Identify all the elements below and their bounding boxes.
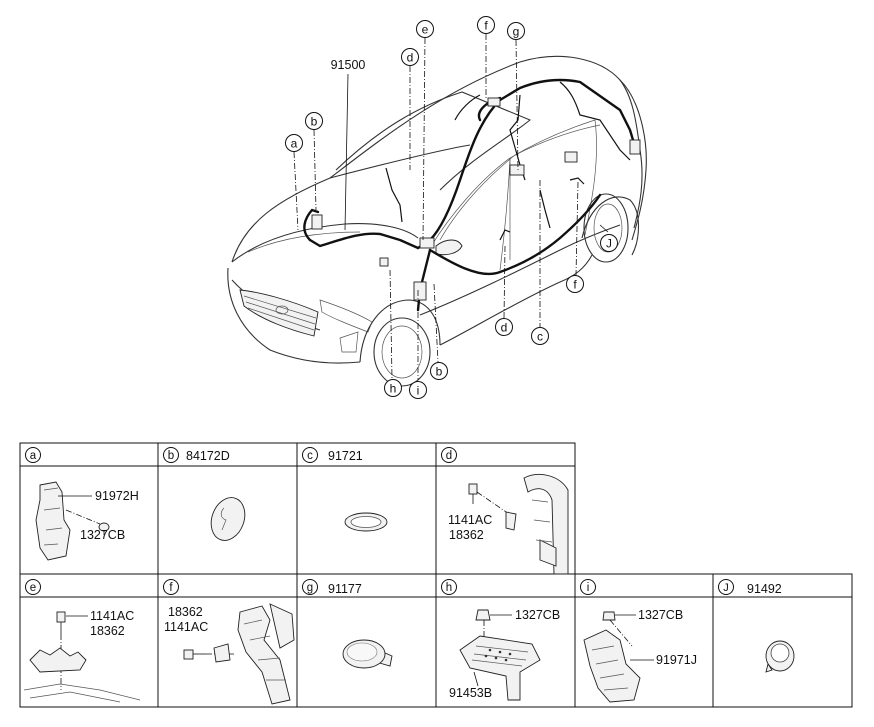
svg-text:b: b	[311, 115, 318, 129]
svg-text:d: d	[407, 51, 414, 65]
svg-text:c: c	[307, 450, 313, 462]
svg-text:d: d	[446, 450, 452, 462]
svg-text:h: h	[390, 382, 397, 396]
callout-d-bottom: d	[495, 318, 513, 336]
callout-h: h	[384, 379, 402, 397]
cell-d: d 1141AC 18362	[441, 447, 569, 575]
svg-text:c: c	[537, 330, 543, 344]
svg-text:1327CB: 1327CB	[515, 608, 560, 622]
svg-text:91177: 91177	[328, 582, 362, 596]
svg-text:18362: 18362	[90, 624, 125, 638]
callout-g: g	[507, 22, 525, 40]
svg-text:f: f	[573, 278, 577, 292]
svg-text:J: J	[723, 582, 729, 594]
svg-text:e: e	[30, 582, 36, 594]
svg-text:1141AC: 1141AC	[448, 513, 492, 527]
callout-b-top: b	[305, 112, 323, 130]
callout-b-bottom: b	[430, 362, 448, 380]
svg-text:g: g	[307, 582, 313, 594]
svg-text:J: J	[606, 239, 612, 251]
part-number-91500: 91500	[331, 58, 366, 72]
cell-g: g 91177	[302, 579, 393, 669]
vehicle-illustration	[227, 55, 647, 387]
cell-h: h 1327CB 91453B	[441, 579, 560, 701]
callout-j: J	[600, 234, 618, 252]
svg-text:h: h	[446, 582, 452, 594]
svg-text:g: g	[513, 25, 520, 39]
cell-e: e 1141AC 18362	[23, 579, 141, 703]
svg-text:1141AC: 1141AC	[90, 609, 134, 623]
callout-d-top: d	[401, 48, 419, 66]
callout-f-bottom: f	[566, 275, 584, 293]
callout-i: i	[409, 381, 427, 399]
svg-text:91453B: 91453B	[449, 686, 492, 700]
svg-text:91971J: 91971J	[656, 653, 697, 667]
cell-i: i 1327CB 91971J	[580, 579, 697, 703]
svg-text:a: a	[291, 137, 298, 151]
callout-e: e	[416, 20, 434, 38]
svg-text:e: e	[422, 23, 429, 37]
svg-text:91492: 91492	[747, 582, 782, 596]
cell-f: f 18362 1141AC	[163, 579, 295, 705]
cell-c: c 91721	[302, 447, 388, 532]
svg-text:i: i	[587, 582, 590, 594]
cell-j: J 91492	[718, 579, 795, 673]
svg-text:f: f	[484, 19, 488, 33]
svg-text:b: b	[436, 365, 443, 379]
callout-f-top: f	[477, 16, 495, 34]
svg-text:b: b	[168, 450, 174, 462]
svg-text:1327CB: 1327CB	[80, 528, 125, 542]
parts-table	[19, 442, 853, 708]
svg-text:i: i	[417, 384, 420, 398]
cell-b: b 84172D	[163, 447, 246, 541]
svg-text:91972H: 91972H	[95, 489, 139, 503]
callout-c: c	[531, 327, 549, 345]
svg-text:1141AC: 1141AC	[164, 620, 208, 634]
wiring-harness	[303, 78, 641, 312]
svg-text:f: f	[169, 582, 173, 594]
svg-text:18362: 18362	[168, 605, 203, 619]
callout-a: a	[285, 134, 303, 152]
svg-text:18362: 18362	[449, 528, 484, 542]
svg-text:a: a	[30, 450, 37, 462]
svg-text:91721: 91721	[328, 449, 363, 463]
leader-lines	[293, 34, 609, 380]
svg-text:91500: 91500	[331, 58, 366, 72]
cell-a: a 91972H 1327CB	[25, 447, 139, 561]
svg-text:d: d	[501, 321, 508, 335]
svg-text:1327CB: 1327CB	[638, 608, 683, 622]
svg-text:84172D: 84172D	[186, 449, 230, 463]
